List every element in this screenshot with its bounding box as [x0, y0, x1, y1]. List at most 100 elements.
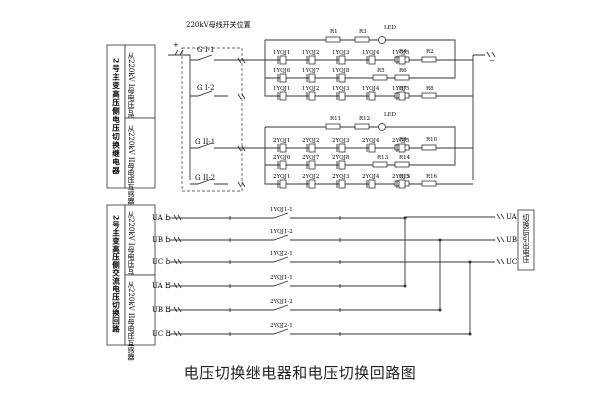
- relay-label: 1YQJ5: [392, 50, 410, 56]
- relay-label: 1YQJ4: [362, 86, 380, 92]
- contact-blade: [273, 234, 289, 241]
- relay-label: 2YQJ3: [332, 174, 350, 180]
- label-r3: R3: [359, 29, 367, 35]
- resistor-r10: [421, 144, 437, 151]
- input-phase-label: UC I: [152, 258, 168, 266]
- relay-label: 2YQJ2: [302, 138, 319, 144]
- switch-output-terminals: [237, 57, 246, 188]
- relay-element: [279, 179, 287, 189]
- top-bus-i-label-box: [124, 44, 156, 119]
- output-label: 切换后引出电压: [522, 214, 530, 264]
- resistor-r13: [372, 161, 388, 168]
- input-phase-label: UA I: [152, 214, 168, 222]
- label-r7: R7: [399, 86, 407, 92]
- junction-dot: [403, 284, 407, 288]
- contact-blade: [273, 280, 289, 287]
- contact-blade: [273, 256, 289, 263]
- switch-gii1-contact: [190, 142, 228, 149]
- relay-label: 1YQJ1: [273, 50, 290, 56]
- relay-element: [398, 55, 406, 65]
- relay-label: 2YQJ1: [273, 174, 290, 180]
- relay-element: [279, 73, 287, 83]
- relay-label: 1YQJ8: [332, 68, 350, 74]
- input-phase-label: UC II: [152, 330, 171, 338]
- terminal-mark: [173, 258, 182, 265]
- relay-element: [279, 55, 287, 65]
- output-wire: [290, 262, 471, 335]
- output-wire: [290, 240, 441, 311]
- switch-gi1-label: G I-1: [197, 46, 214, 54]
- terminal-mark: [173, 236, 182, 243]
- output-wire: [290, 217, 406, 219]
- relay-element: [338, 160, 346, 170]
- relay-label: 1YQJ3: [332, 50, 350, 56]
- relay-element: [368, 143, 376, 153]
- relay-element: [279, 91, 287, 101]
- terminal-mark: [173, 282, 182, 289]
- input-terminal: [165, 215, 171, 221]
- led-label-1: LED: [384, 25, 397, 31]
- switch-gi1-contact: [190, 54, 228, 61]
- relay-element: [308, 143, 316, 153]
- output-terminal-mark: [496, 213, 505, 220]
- relay-element: [338, 143, 346, 153]
- bus-i-relay-wiring: [228, 39, 473, 97]
- relay-element: [308, 179, 316, 189]
- resistor-r6: [394, 74, 410, 81]
- terminal-mark: [173, 330, 182, 337]
- resistor-r11: [325, 123, 341, 130]
- input-terminal: [165, 259, 171, 265]
- input-phase-label: UB I: [152, 236, 168, 244]
- contact-blade: [273, 212, 289, 219]
- relay-element: [368, 91, 376, 101]
- relay-label: 2YQJ8: [332, 155, 350, 161]
- switch-gi2-contact: [190, 90, 228, 97]
- relay-element: [398, 179, 406, 189]
- relay-element: [368, 179, 376, 189]
- figure-caption: 电压切换继电器和电压切换回路图: [183, 364, 417, 382]
- led-label-2: LED: [384, 112, 397, 118]
- resistor-r12: [354, 123, 370, 130]
- label-r9: R9: [399, 137, 407, 143]
- relay-label: 1YQJ2: [302, 50, 319, 56]
- relay-element: [338, 73, 346, 83]
- relay-element: [398, 143, 406, 153]
- input-terminal: [165, 307, 171, 313]
- relay-label: 1YQJ5: [392, 86, 410, 92]
- relay-element: [308, 91, 316, 101]
- terminal-mark: [173, 214, 182, 221]
- contact-blade: [273, 328, 289, 335]
- relay-element: [308, 73, 316, 83]
- junction-dot: [438, 308, 442, 312]
- input-terminal: [165, 331, 171, 337]
- relay-element: [308, 55, 316, 65]
- junction-dot: [468, 332, 472, 336]
- resistor-r3: [354, 36, 370, 43]
- contact-label: 1YQJ1-2: [270, 229, 293, 235]
- terminal-mark: [173, 306, 182, 313]
- top-bus-ii-label-box: [124, 117, 156, 189]
- relay-label: 2YQJ1: [273, 138, 290, 144]
- label-r13: R13: [377, 155, 389, 161]
- top-bus-i-label: 从220kV I母电压互感器: [127, 52, 135, 130]
- label-r1: R1: [330, 29, 338, 35]
- relay-label: 1YQJ4: [362, 50, 380, 56]
- relay-label: 2YQJ5: [392, 174, 410, 180]
- resistor-r2: [421, 56, 437, 63]
- bottom-bus-i-label: 从220kV I母电压互感器: [127, 211, 135, 289]
- relay-label: 2YQJ3: [332, 138, 350, 144]
- label-r11: R11: [330, 116, 341, 122]
- output-phase-label: UA: [506, 213, 518, 221]
- relay-element: [338, 179, 346, 189]
- relay-label: 1YQJ1: [273, 86, 290, 92]
- bottom-bus-i-label-box: [124, 204, 156, 276]
- relay-element: [398, 91, 406, 101]
- label-r6: R6: [399, 68, 407, 74]
- relay-label: 1YQJ2: [302, 86, 319, 92]
- input-phase-label: UB II: [152, 306, 171, 314]
- input-phase-label: UA II: [152, 282, 171, 290]
- bottom-bus-ii-label-box: [124, 274, 156, 346]
